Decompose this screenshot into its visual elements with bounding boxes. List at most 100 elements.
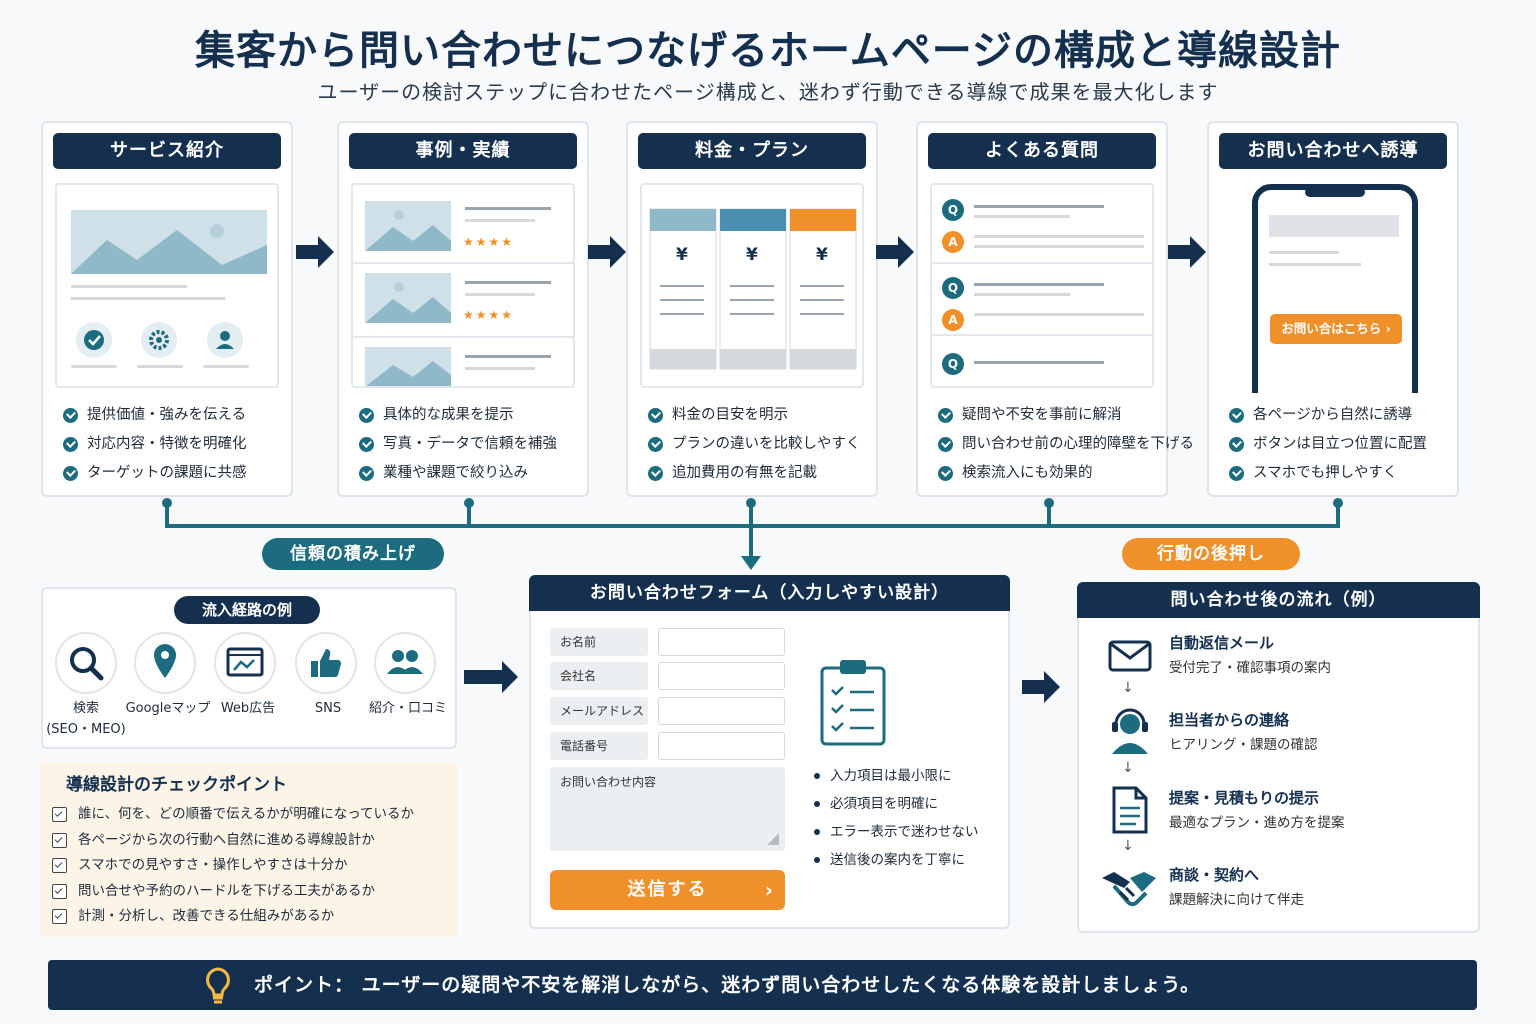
check-item: 検索流入にも効果的 bbox=[936, 459, 1160, 488]
submit-label: 送信する bbox=[627, 879, 708, 900]
footer-text: ポイント： ユーザーの疑問や不安を解消しながら、迷わず問い合わせしたくなる体験を… bbox=[254, 974, 1201, 996]
hero-image-placeholder bbox=[71, 210, 267, 300]
card-title: サービス紹介 bbox=[53, 133, 281, 169]
resize-handle-icon bbox=[767, 833, 779, 845]
checkpoint-item: 各ページから次の行動へ自然に進める導線設計か bbox=[52, 828, 414, 854]
check-list: 料金の目安を明示 プランの違いを比較しやすく 追加費用の有無を記載 bbox=[646, 401, 870, 488]
check-item: 対応内容・特徴を明確化 bbox=[61, 430, 285, 459]
source-label: 紹介・口コミ bbox=[368, 701, 447, 716]
source-sns bbox=[295, 632, 357, 694]
card-faq: よくある質問 Q A Q A Q 疑問や不安を事前に解消 問い合わせ前の心理的障… bbox=[916, 121, 1194, 497]
page-title: 集客から問い合わせにつなげるホームページの構成と導線設計 bbox=[195, 28, 1341, 74]
check-item: ターゲットの課題に共感 bbox=[61, 459, 285, 488]
phone-label: 電話番号 bbox=[550, 732, 648, 760]
contact-form-title: お問い合わせフォーム（入力しやすい設計） bbox=[529, 575, 1010, 611]
check-item: 追加費用の有無を記載 bbox=[646, 459, 870, 488]
smartphone-icon bbox=[1252, 184, 1418, 393]
check-list: 各ページから自然に誘導 ボタンは目立つ位置に配置 スマホでも押しやすく bbox=[1227, 401, 1451, 488]
answer-badge: A bbox=[942, 231, 964, 253]
lightbulb-icon bbox=[206, 967, 230, 1004]
source-label: 検索 (SEO・MEO) bbox=[46, 701, 126, 737]
arrow-right-icon bbox=[1168, 236, 1206, 268]
footer-point-bar: ポイント： ユーザーの疑問や不安を解消しながら、迷わず問い合わせしたくなる体験を… bbox=[48, 960, 1477, 1010]
company-label: 会社名 bbox=[550, 662, 648, 690]
message-placeholder: お問い合わせ内容 bbox=[560, 775, 657, 789]
thumbs-up-icon bbox=[311, 649, 341, 677]
flow-title: 問い合わせ後の流れ（例） bbox=[1077, 582, 1480, 618]
check-list: 疑問や不安を事前に解消 問い合わせ前の心理的障壁を下げる 検索流入にも効果的 bbox=[936, 401, 1194, 488]
flow-step-title: 提案・見積もりの提示 bbox=[1169, 789, 1320, 807]
flow-step-sub: 受付完了・確認事項の案内 bbox=[1169, 660, 1331, 676]
card-service: サービス紹介 提供価値・強みを伝える 対応内容・特徴を明確化 ターゲットの課題に… bbox=[41, 121, 293, 497]
user-icon bbox=[207, 322, 243, 358]
faq-lines-illustration bbox=[932, 205, 1152, 364]
rating-stars: ★★★★ bbox=[463, 235, 515, 249]
answer-badge: A bbox=[942, 309, 964, 331]
check-item: プランの違いを比較しやすく bbox=[646, 430, 870, 459]
traffic-sources-title: 流入経路の例 bbox=[174, 596, 320, 624]
email-label: メールアドレス bbox=[550, 697, 648, 725]
checkpoint-item: スマホでの見やすさ・操作しやすさは十分か bbox=[52, 853, 414, 879]
down-arrow-icon: ↓ bbox=[1122, 680, 1134, 696]
check-item: ボタンは目立つ位置に配置 bbox=[1227, 430, 1451, 459]
text-line bbox=[137, 365, 183, 368]
check-item: 業種や課題で絞り込み bbox=[357, 459, 581, 488]
cases-page-mock: ★★★★ ★★★★ bbox=[351, 183, 575, 388]
headset-icon bbox=[1112, 708, 1148, 754]
form-tip: 入力項目は最小限に bbox=[814, 762, 979, 790]
flow-step-sub: ヒアリング・課題の確認 bbox=[1169, 737, 1318, 753]
email-field[interactable] bbox=[658, 697, 785, 725]
pricing-table-illustration bbox=[649, 208, 857, 370]
arrow-right-icon bbox=[1022, 671, 1060, 703]
mail-icon bbox=[1108, 640, 1152, 672]
form-tip: 必須項目を明確に bbox=[814, 790, 979, 818]
name-field[interactable] bbox=[658, 628, 785, 656]
trust-pill: 信頼の積み上げ bbox=[262, 538, 444, 570]
source-map bbox=[134, 632, 196, 694]
card-pricing: 料金・プラン ¥ ¥ ¥ 料金 bbox=[626, 121, 878, 497]
rating-stars: ★★★★ bbox=[463, 308, 515, 322]
form-tip: 送信後の案内を丁寧に bbox=[814, 846, 979, 874]
card-title: よくある質問 bbox=[928, 133, 1156, 169]
source-search bbox=[55, 632, 117, 694]
phone-field[interactable] bbox=[658, 732, 785, 760]
check-item: 料金の目安を明示 bbox=[646, 401, 870, 430]
question-badge: Q bbox=[942, 353, 964, 375]
gear-icon bbox=[141, 322, 177, 358]
source-label: Googleマップ bbox=[125, 701, 211, 716]
card-title: 事例・実績 bbox=[349, 133, 577, 169]
check-item: スマホでも押しやすく bbox=[1227, 459, 1451, 488]
check-item: 問い合わせ前の心理的障壁を下げる bbox=[936, 430, 1194, 459]
form-tips-list: 入力項目は最小限に 必須項目を明確に エラー表示で迷わせない 送信後の案内を丁寧… bbox=[814, 762, 979, 874]
pricing-page-mock: ¥ ¥ ¥ bbox=[640, 183, 864, 388]
check-list: 具体的な成果を提示 写真・データで信頼を補強 業種や課題で絞り込み bbox=[357, 401, 581, 488]
arrow-right-icon bbox=[296, 236, 334, 268]
company-field[interactable] bbox=[658, 662, 785, 690]
check-item: 各ページから自然に誘導 bbox=[1227, 401, 1451, 430]
flow-step-sub: 課題解決に向けて伴走 bbox=[1169, 892, 1304, 908]
clipboard-checklist-icon bbox=[820, 660, 886, 746]
card-title: お問い合わせへ誘導 bbox=[1219, 133, 1447, 169]
source-referral bbox=[374, 632, 436, 694]
yen-symbol: ¥ bbox=[746, 245, 758, 265]
flow-step-title: 担当者からの連絡 bbox=[1169, 711, 1290, 729]
form-tip: エラー表示で迷わせない bbox=[814, 818, 979, 846]
card-title: 料金・プラン bbox=[638, 133, 866, 169]
service-page-mock bbox=[55, 183, 279, 388]
check-list: 提供価値・強みを伝える 対応内容・特徴を明確化 ターゲットの課題に共感 bbox=[61, 401, 285, 488]
source-label: SNS bbox=[314, 701, 342, 716]
arrow-right-icon bbox=[588, 236, 626, 268]
checkpoint-title: 導線設計のチェックポイント bbox=[66, 775, 287, 795]
submit-button[interactable]: 送信する › bbox=[550, 870, 785, 910]
arrow-right-icon bbox=[876, 236, 914, 268]
flow-step-title: 自動返信メール bbox=[1169, 634, 1275, 652]
handshake-icon bbox=[1102, 872, 1156, 907]
checkpoint-item: 誰に、何を、どの順番で伝えるかが明確になっているか bbox=[52, 802, 414, 828]
contact-cta-button[interactable]: お問い合はこちら › bbox=[1270, 314, 1402, 344]
message-textarea[interactable]: お問い合わせ内容 bbox=[550, 767, 785, 851]
map-pin-icon bbox=[154, 644, 176, 678]
down-arrow-icon: ↓ bbox=[1122, 760, 1134, 776]
check-item: 提供価値・強みを伝える bbox=[61, 401, 285, 430]
action-pill: 行動の後押し bbox=[1122, 538, 1300, 570]
web-ad-icon bbox=[226, 647, 264, 677]
